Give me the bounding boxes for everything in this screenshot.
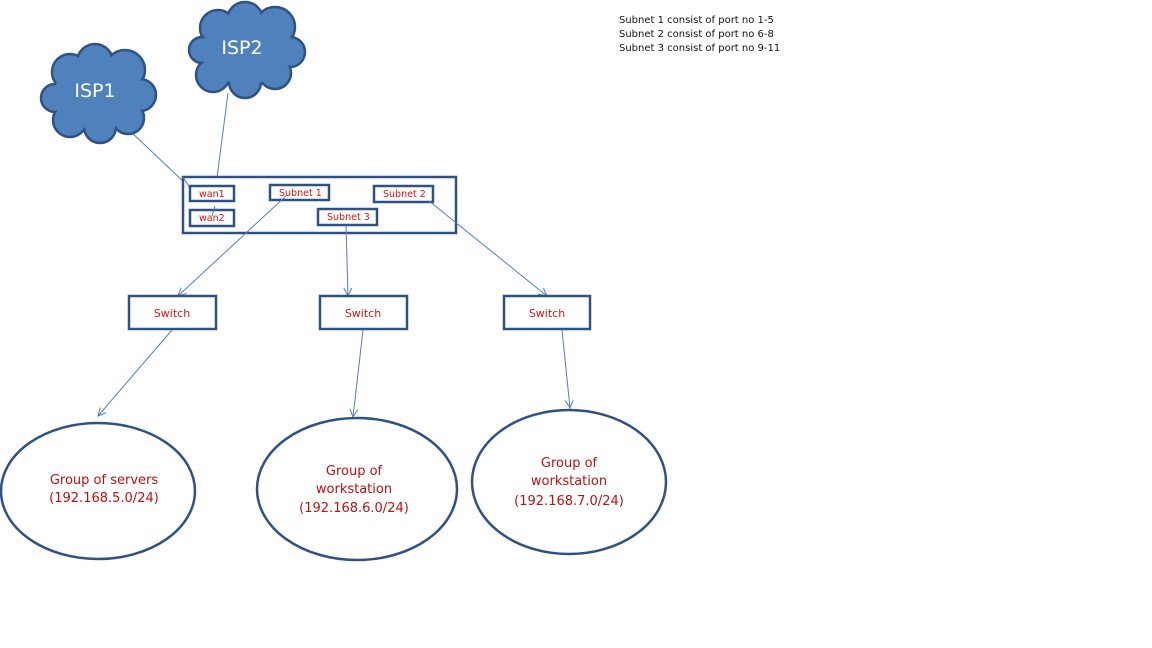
link-switch1-servers bbox=[98, 329, 173, 416]
port-wan2: wan2 bbox=[188, 208, 236, 228]
switch-3: Switch bbox=[502, 294, 592, 331]
svg-text:Group of: Group of bbox=[326, 464, 383, 479]
group-servers: Group of servers (192.168.5.0/24) bbox=[0, 421, 197, 561]
group-workstation-6: Group of workstation (192.168.6.0/24) bbox=[255, 416, 459, 562]
svg-text:(192.168.6.0/24): (192.168.6.0/24) bbox=[299, 501, 409, 516]
svg-text:workstation: workstation bbox=[531, 474, 607, 489]
link-switch3-workstations bbox=[561, 329, 570, 408]
link-isp1-wan1 bbox=[127, 128, 189, 187]
svg-text:Switch: Switch bbox=[345, 307, 381, 320]
group-workstation-7: Group of workstation (192.168.7.0/24) bbox=[470, 408, 668, 556]
svg-text:Switch: Switch bbox=[529, 307, 565, 320]
svg-text:(192.168.7.0/24): (192.168.7.0/24) bbox=[514, 494, 624, 509]
svg-text:(192.168.5.0/24): (192.168.5.0/24) bbox=[49, 491, 159, 506]
note-subnet-3: Subnet 3 consist of port no 9-11 bbox=[619, 43, 780, 54]
isp1-cloud: ISP1 bbox=[39, 42, 158, 145]
svg-text:workstation: workstation bbox=[316, 482, 392, 497]
isp2-label: ISP2 bbox=[221, 37, 262, 59]
link-subnet2-switch3 bbox=[428, 200, 547, 296]
port-subnet-1: Subnet 1 bbox=[268, 183, 331, 202]
note-subnet-1: Subnet 1 consist of port no 1-5 bbox=[619, 15, 774, 26]
svg-text:wan1: wan1 bbox=[199, 189, 225, 200]
link-subnet3-switch2 bbox=[346, 224, 348, 296]
svg-text:Switch: Switch bbox=[154, 307, 190, 320]
svg-text:Subnet 1: Subnet 1 bbox=[279, 188, 322, 199]
svg-text:Subnet 3: Subnet 3 bbox=[327, 212, 370, 223]
svg-text:Group of: Group of bbox=[541, 456, 598, 471]
svg-text:wan2: wan2 bbox=[199, 213, 225, 224]
switch-2: Switch bbox=[318, 294, 409, 331]
svg-text:Subnet 2: Subnet 2 bbox=[383, 189, 426, 200]
port-wan1: wan1 bbox=[188, 184, 236, 203]
link-switch2-workstations bbox=[353, 329, 364, 417]
switch-1: Switch bbox=[127, 294, 218, 331]
port-subnet-3: Subnet 3 bbox=[316, 207, 379, 227]
port-notes: Subnet 1 consist of port no 1-5 Subnet 2… bbox=[619, 15, 780, 54]
svg-text:Group of servers: Group of servers bbox=[50, 473, 159, 488]
isp1-label: ISP1 bbox=[74, 80, 115, 102]
note-subnet-2: Subnet 2 consist of port no 6-8 bbox=[619, 29, 774, 40]
link-subnet1-switch1 bbox=[178, 194, 288, 296]
port-subnet-2: Subnet 2 bbox=[372, 184, 435, 204]
isp2-cloud: ISP2 bbox=[187, 0, 307, 100]
router: wan1 wan2 Subnet 1 Subnet 2 Subnet 3 bbox=[181, 175, 458, 235]
